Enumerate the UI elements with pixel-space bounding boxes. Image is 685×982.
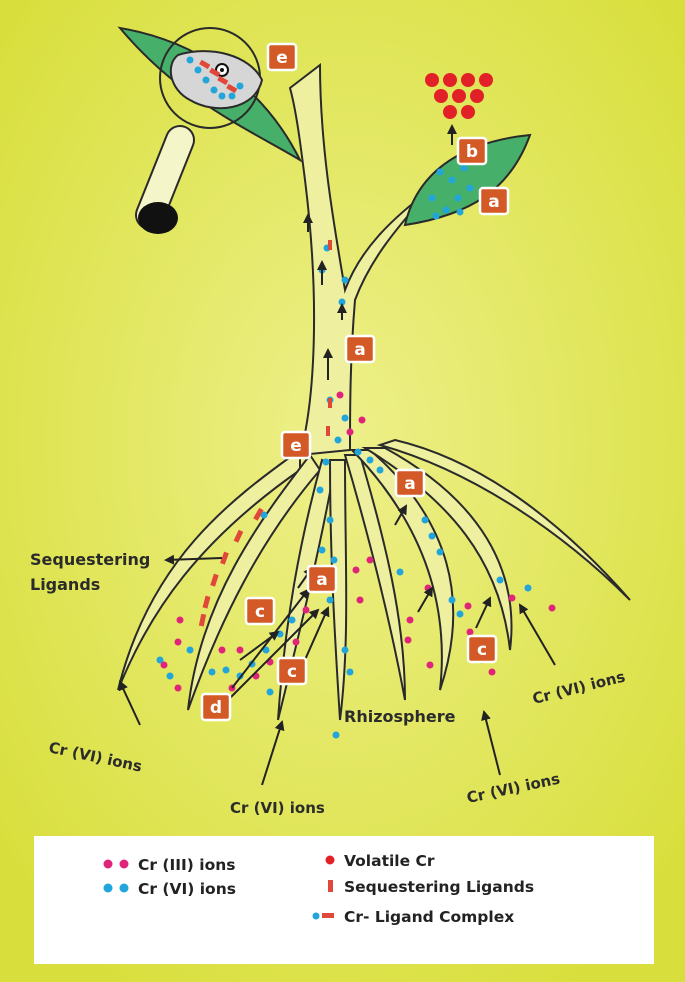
legend-cr3-swatch xyxy=(103,859,113,869)
legend-volatile-label: Volatile Cr xyxy=(344,852,435,870)
legend-volatile: Volatile Cr xyxy=(325,852,435,870)
tag-e-top-letter: e xyxy=(276,48,288,68)
tag-d-1: d xyxy=(200,692,232,722)
legend-cr6-label: Cr (VI) ions xyxy=(138,880,236,898)
tag-b-top-letter: b xyxy=(466,142,478,162)
magnifier xyxy=(135,27,264,234)
tag-c-1: c xyxy=(244,596,276,626)
legend-cr3: Cr (III) ions xyxy=(103,856,236,874)
legend-cr6: Cr (VI) ions xyxy=(103,880,236,898)
label-sequestering-ligands: Sequestering Ligands xyxy=(30,550,156,594)
legend-cr6-swatch xyxy=(103,883,113,893)
legend-complex: Cr- Ligand Complex xyxy=(312,908,514,926)
legend-ligands-label: Sequestering Ligands xyxy=(344,878,534,896)
legend: Cr (III) ions Cr (VI) ions Volatile Cr S… xyxy=(34,836,654,964)
leaf-right-cr6 xyxy=(428,164,474,220)
tag-a-stem: a xyxy=(344,334,376,364)
leaf-cell-ligands xyxy=(199,59,238,94)
flow-arrows xyxy=(118,124,556,786)
label-sequestering-line2: Ligands xyxy=(30,575,100,594)
tag-c-1-letter: c xyxy=(255,602,265,622)
tag-e-stem-letter: e xyxy=(290,436,302,456)
tag-e-top: e xyxy=(266,42,298,72)
tag-a-center-letter: a xyxy=(316,570,327,590)
legend-complex-label: Cr- Ligand Complex xyxy=(344,908,514,926)
legend-volatile-swatch xyxy=(325,855,335,865)
label-cr6-center: Cr (VI) ions xyxy=(230,799,325,817)
tag-a-leaf: a xyxy=(478,186,510,216)
label-sequestering-line1: Sequestering xyxy=(30,550,150,569)
legend-ligands-swatch xyxy=(328,880,333,892)
legend-complex-swatch xyxy=(312,912,320,920)
root-system xyxy=(117,438,631,721)
cr3-ions xyxy=(160,391,556,692)
tag-a-leaf-letter: a xyxy=(488,192,499,212)
tag-b-top: b xyxy=(456,136,488,166)
tag-c-2-letter: c xyxy=(287,662,297,682)
tag-a-center: a xyxy=(306,564,338,594)
tag-a-right: a xyxy=(394,468,426,498)
volatile-cr-cluster xyxy=(425,73,493,119)
tag-a-stem-letter: a xyxy=(354,340,365,360)
leaf-cell-cr6 xyxy=(186,56,244,100)
label-rhizosphere: Rhizosphere xyxy=(344,707,456,726)
legend-cr3-label: Cr (III) ions xyxy=(138,856,236,874)
legend-ligands: Sequestering Ligands xyxy=(328,878,534,896)
tag-c-3: c xyxy=(466,634,498,664)
tag-c-2: c xyxy=(276,656,308,686)
tag-c-3-letter: c xyxy=(477,640,487,660)
sequestering-ligands xyxy=(198,240,332,627)
process-tags: e b a a e a a c c c d xyxy=(200,42,510,722)
tag-a-right-letter: a xyxy=(404,474,415,494)
tag-e-stem: e xyxy=(280,430,312,460)
tag-d-1-letter: d xyxy=(210,698,222,718)
